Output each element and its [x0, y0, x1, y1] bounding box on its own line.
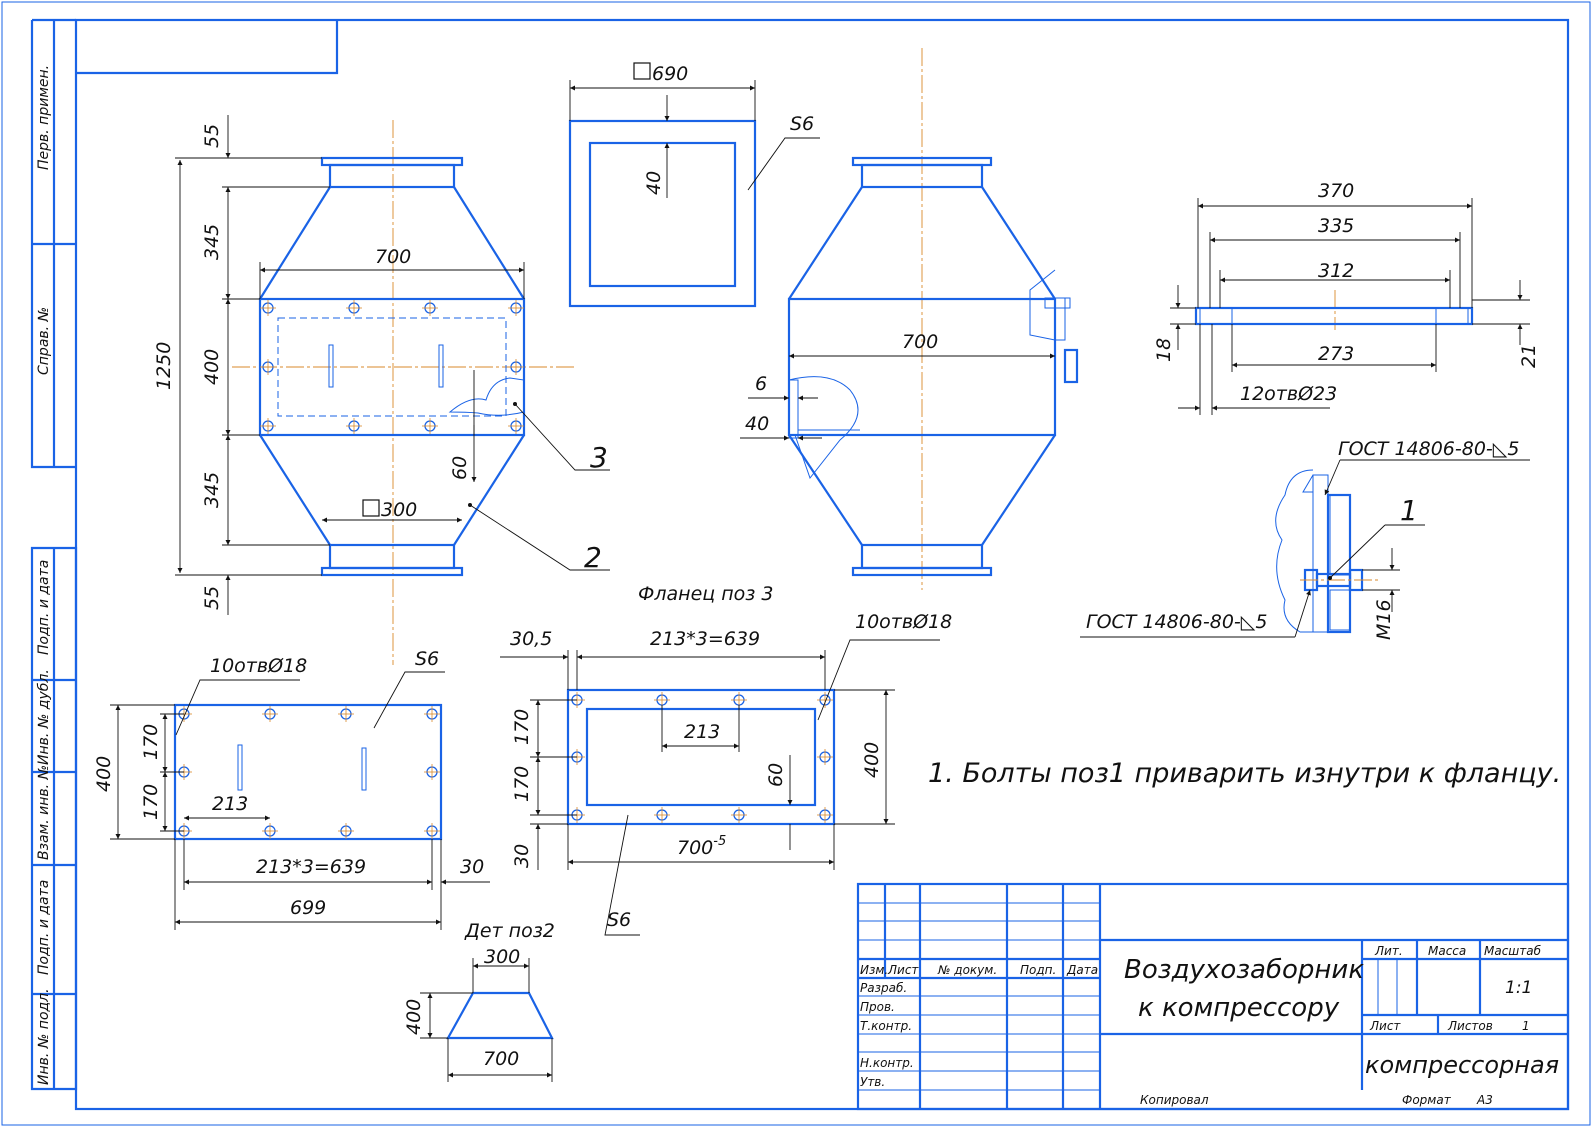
side-dim-6: 6 [755, 373, 767, 395]
flange3-dim-170a: 170 [511, 709, 533, 745]
svg-text:700-5: 700-5 [677, 834, 726, 859]
flange3-dim-700-tol: -5 [713, 834, 726, 849]
flange-dim-273: 273 [1318, 343, 1354, 365]
tb-row-nkontr: Н.контр. [860, 1056, 914, 1070]
weld-bolt-m16: М16 [1373, 599, 1395, 640]
front-dim-55-bottom: 55 [201, 586, 223, 610]
front-pos-3: 3 [590, 441, 608, 474]
side-dim-700: 700 [902, 331, 938, 353]
flange3-holes: 10отвØ18 [855, 611, 952, 633]
tb-lit: Лит. [1374, 944, 1403, 958]
front-dim-345-bottom: 345 [201, 472, 223, 508]
front-dim-60: 60 [449, 456, 471, 480]
flange3-dim-30-5: 30,5 [510, 628, 552, 650]
front-dim-700: 700 [375, 246, 411, 268]
tb-format: Формат [1402, 1093, 1452, 1107]
weld-gost-bottom: ГОСТ 14806-80-◺5 [1086, 611, 1267, 633]
panel-dim-400: 400 [93, 756, 115, 792]
tb-kopiroval: Копировал [1140, 1093, 1209, 1107]
side-label-inv-podl: Инв. № подл. [36, 988, 52, 1085]
part-pos2: Дет поз2 300 400 700 [403, 920, 555, 1082]
top-plate-dim-40: 40 [643, 171, 665, 195]
flange3-title: Фланец поз 3 [638, 583, 774, 605]
panel-dim-30: 30 [460, 856, 484, 878]
tb-col-doc: № докум. [937, 963, 997, 977]
weld-pos-1: 1 [1400, 494, 1418, 527]
panel-detail: 400 170 170 213 213*3=639 30 699 10отвØ1… [93, 648, 490, 930]
tb-organization: компрессорная [1365, 1051, 1559, 1079]
front-dim-345-top: 345 [201, 224, 223, 260]
front-pos-2: 2 [584, 541, 602, 574]
flange3-dim-60: 60 [765, 763, 787, 787]
title-block: Изм. Лист № докум. Подп. Дата Разраб. Пр… [856, 882, 1570, 1111]
panel-bolt-holes [175, 705, 441, 840]
top-plate-view: 690 40 S6 [568, 62, 820, 308]
flange3-dim-700: 700 [677, 837, 713, 859]
technical-note: 1. Болты поз1 приварить изнутри к фланцу… [928, 758, 1561, 789]
panel-dim-639: 213*3=639 [256, 856, 366, 878]
panel-holes: 10отвØ18 [210, 655, 307, 677]
tb-row-prov: Пров. [860, 1000, 895, 1014]
part2-dim-400: 400 [403, 999, 425, 1035]
front-dim-1250: 1250 [153, 342, 175, 390]
side-label-podp-data-1: Подп. и дата [36, 560, 52, 655]
tb-col-data: Дата [1066, 963, 1098, 977]
panel-dim-699: 699 [290, 897, 326, 919]
flange-dim-370: 370 [1318, 180, 1354, 202]
tb-format-value: А3 [1476, 1093, 1493, 1107]
round-flange-view: 370 335 312 273 18 21 12отвØ23 [1153, 180, 1540, 415]
flange3-dim-213: 213 [684, 721, 720, 743]
flange3-dim-400: 400 [861, 742, 883, 778]
panel-dim-170b: 170 [140, 784, 162, 820]
weld-detail: ГОСТ 14806-80-◺5 ГОСТ 14806-80-◺5 1 М16 [1080, 438, 1530, 640]
side-label-inv-dubl: Инв. № дубл. [36, 669, 52, 765]
front-dim-sq300: 300 [381, 499, 417, 521]
part2-dim-300: 300 [484, 946, 520, 968]
tb-scale-value: 1:1 [1505, 978, 1532, 998]
drawing-title-line2: к компрессору [1138, 993, 1340, 1023]
tb-row-utv: Утв. [860, 1075, 885, 1089]
tb-listov: Листов [1447, 1019, 1493, 1033]
tb-col-podp: Подп. [1020, 963, 1056, 977]
tb-col-list: Лист [887, 963, 919, 977]
part2-dim-700: 700 [483, 1048, 519, 1070]
part2-title: Дет поз2 [464, 920, 555, 942]
side-label-perv-primen: Перв. примен. [36, 65, 52, 170]
front-dim-400: 400 [201, 349, 223, 385]
flange-holes: 12отвØ23 [1240, 383, 1337, 405]
flange-dim-335: 335 [1318, 215, 1354, 237]
flange-dim-312: 312 [1318, 260, 1354, 282]
side-label-vzam-inv: Взам. инв. № [36, 765, 52, 860]
tb-row-razrab: Разраб. [860, 981, 907, 995]
side-view: 700 6 40 [740, 48, 1079, 590]
side-label-sprav-no: Справ. № [36, 307, 52, 375]
top-plate-thickness: S6 [790, 113, 814, 135]
tb-col-izm: Изм. [860, 963, 888, 977]
side-dim-40: 40 [745, 413, 769, 435]
tb-row-tkontr: Т.контр. [860, 1019, 912, 1033]
flange-dim-18: 18 [1153, 338, 1175, 362]
tb-listov-value: 1 [1522, 1019, 1530, 1033]
drawing-title-line1: Воздухозаборник [1124, 955, 1364, 985]
flange-pos3: Фланец поз 3 30,5 213*3=639 10отвØ18 170… [500, 583, 952, 936]
panel-thickness: S6 [415, 648, 439, 670]
flange3-dim-639: 213*3=639 [650, 628, 760, 650]
front-dim-55-top: 55 [201, 124, 223, 148]
panel-dim-213: 213 [212, 793, 248, 815]
panel-dim-170a: 170 [140, 724, 162, 760]
top-plate-dim-sq690: 690 [652, 63, 688, 85]
tb-list: Лист [1369, 1019, 1401, 1033]
side-label-podp-data-2: Подп. и дата [36, 880, 52, 975]
side-stamp: Перв. примен. Справ. № Подп. и дата Инв.… [30, 18, 78, 1091]
flange3-dim-170b: 170 [511, 766, 533, 802]
tb-massa: Масса [1428, 944, 1466, 958]
flange3-bolt-holes [568, 691, 834, 824]
flange-dim-21: 21 [1518, 344, 1540, 368]
weld-gost-top: ГОСТ 14806-80-◺5 [1338, 438, 1519, 460]
flange3-thickness: S6 [607, 909, 631, 931]
flange3-dim-30: 30 [511, 844, 533, 868]
front-view: 55 345 1250 400 345 55 700 300 60 3 2 [153, 115, 610, 665]
tb-masshtab: Масштаб [1484, 944, 1542, 958]
